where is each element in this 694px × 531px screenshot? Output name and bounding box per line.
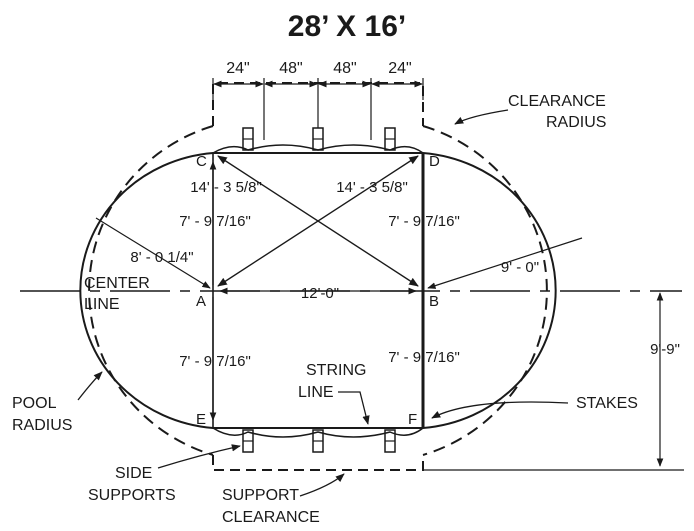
string-line-label-2: LINE xyxy=(298,384,334,401)
clearance-radius-label-2: RADIUS xyxy=(546,114,606,131)
side-supports-label-2: SUPPORTS xyxy=(88,487,176,504)
top-dimension-3: 48" xyxy=(333,60,356,77)
diag-right-dimension: 14' - 3 5/8" xyxy=(336,179,408,196)
clearance-radius-label-1: CLEARANCE xyxy=(508,93,606,110)
pool-radius-label-1: POOL xyxy=(12,395,57,412)
upper-left-dimension: 7' - 9 7/16" xyxy=(179,213,251,230)
right-radius-dimension: 9' - 0" xyxy=(501,259,539,276)
clearance-radius-leader xyxy=(454,109,509,125)
diag-left-dimension: 14' - 3 5/8" xyxy=(190,179,262,196)
pool-radius-leader xyxy=(77,371,103,401)
upper-right-dimension: 7' - 9 7/16" xyxy=(388,213,460,230)
point-d: D xyxy=(429,153,440,170)
bottom-support-clearance xyxy=(212,455,424,471)
string-line-leader xyxy=(338,391,370,425)
top-dimension-1: 24" xyxy=(226,60,249,77)
left-radius-line xyxy=(95,217,211,289)
string-line-label-1: STRING xyxy=(306,362,366,379)
top-dimension-4: 24" xyxy=(388,60,411,77)
support-clearance-leader xyxy=(299,473,345,497)
lower-right-dimension: 7' - 9 7/16" xyxy=(388,349,460,366)
pool-radius-label-2: RADIUS xyxy=(12,417,72,434)
support-clearance-label-2: CLEARANCE xyxy=(222,509,320,526)
point-e: E xyxy=(196,411,206,428)
left-radius-dimension: 8' - 0 1/4" xyxy=(130,249,193,266)
top-dimension-2: 48" xyxy=(279,60,302,77)
bottom-side-supports xyxy=(212,427,424,453)
side-supports-label-1: SIDE xyxy=(115,465,152,482)
center-line-label-2: LINE xyxy=(84,296,120,313)
point-f: F xyxy=(408,411,417,428)
right-radius-line xyxy=(427,237,583,289)
support-clearance-label-1: SUPPORT xyxy=(222,487,299,504)
lower-left-dimension: 7' - 9 7/16" xyxy=(179,353,251,370)
half-width-label: 9'-9" xyxy=(650,341,680,358)
stakes-label: STAKES xyxy=(576,395,638,412)
center-span-dimension: 12'-0" xyxy=(301,285,339,302)
diagram-title: 28’ X 16’ xyxy=(288,10,406,43)
top-side-supports xyxy=(212,127,424,154)
diagonal-a-to-d xyxy=(217,155,419,287)
center-line-label-1: CENTER xyxy=(84,275,150,292)
point-c: C xyxy=(196,153,207,170)
stakes-leader xyxy=(431,401,569,419)
point-b: B xyxy=(429,293,439,310)
point-a: A xyxy=(196,293,206,310)
side-supports-leader xyxy=(157,444,241,469)
